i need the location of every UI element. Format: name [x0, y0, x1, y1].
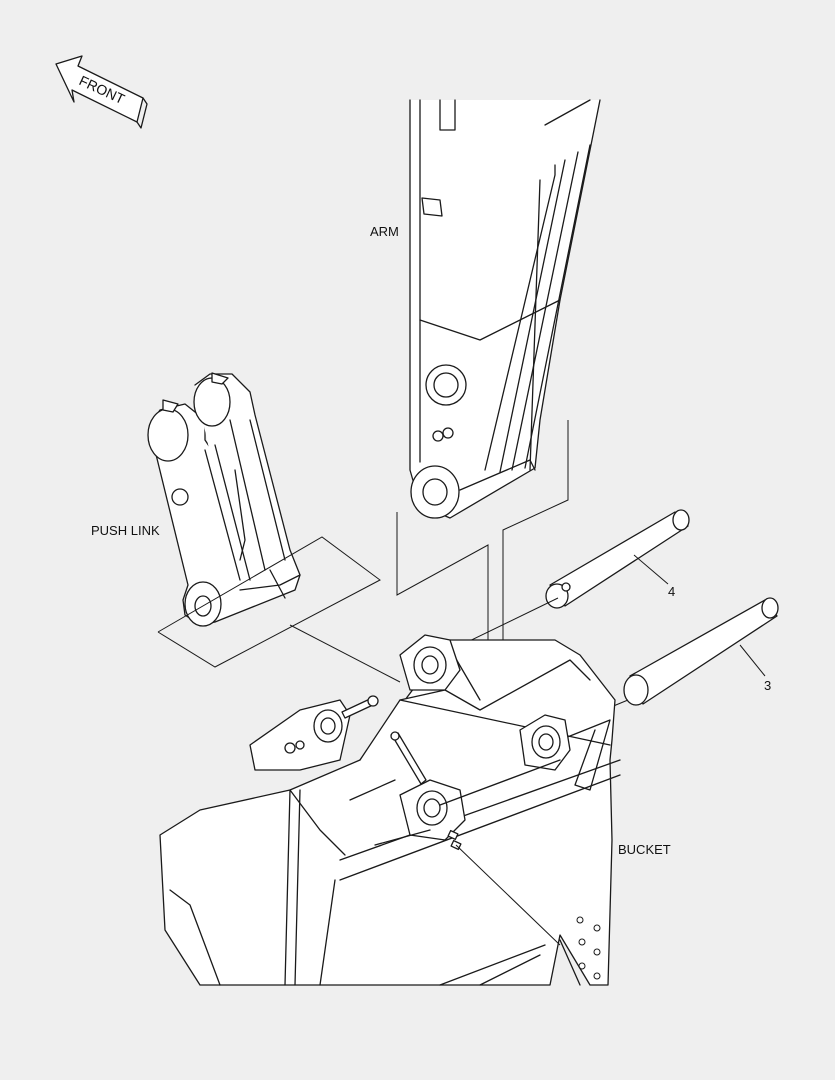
bucket-part	[159, 634, 621, 986]
push-link-leader	[289, 624, 401, 683]
callout-3-leader	[739, 644, 766, 677]
push-link-bracket-outline	[157, 536, 381, 668]
front-arrow-icon: FRONT	[55, 55, 148, 129]
callout-4-leader	[633, 554, 669, 585]
bucket-label: BUCKET	[618, 842, 671, 857]
pin-4	[454, 509, 690, 649]
push-link-label: PUSH LINK	[91, 523, 160, 538]
push-link-part	[147, 372, 301, 627]
callout-4-number: 4	[668, 584, 675, 599]
callout-3-number: 3	[764, 678, 771, 693]
arm-label: ARM	[370, 224, 399, 239]
arm-part	[409, 99, 601, 519]
